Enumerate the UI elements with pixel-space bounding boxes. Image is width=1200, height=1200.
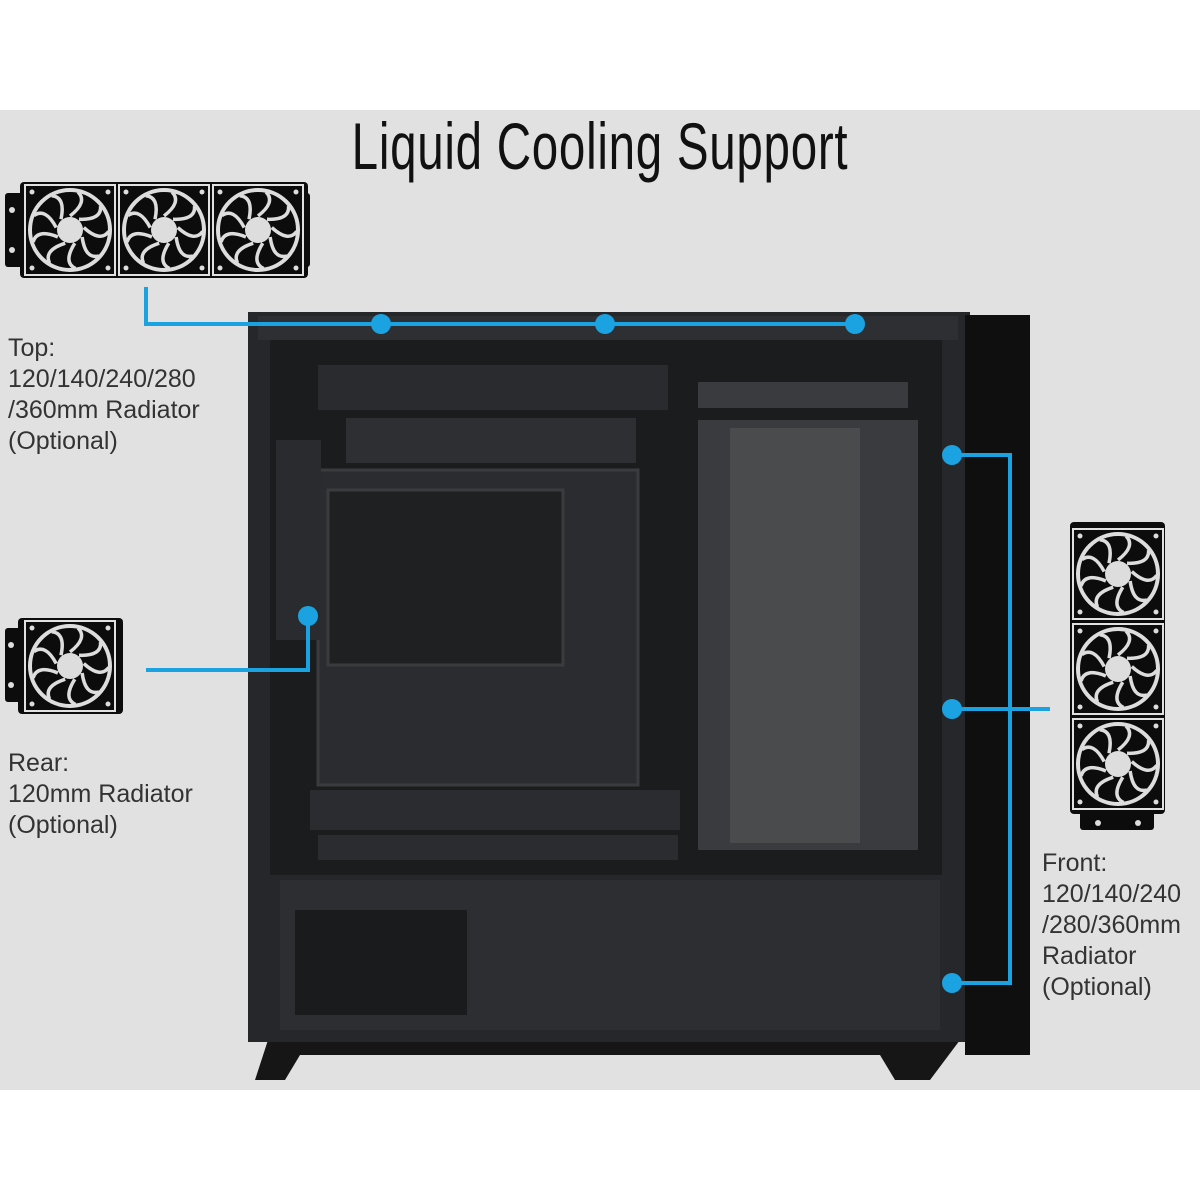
top-radiator-label: Top: 120/140/240/280 /360mm Radiator (Op… — [8, 333, 200, 457]
label-line: 120/140/240/280 — [8, 365, 196, 393]
label-line: (Optional) — [8, 427, 118, 455]
top-radiator-icon — [5, 182, 310, 278]
label-line: (Optional) — [1042, 973, 1152, 1001]
label-line: /360mm Radiator — [8, 396, 200, 424]
label-line: Top: — [8, 334, 56, 362]
front-radiator-icon — [1070, 522, 1165, 830]
pc-case-image — [248, 312, 1030, 1080]
label-line: Radiator — [1042, 942, 1137, 970]
connector-dots — [298, 314, 962, 993]
page-title: Liquid Cooling Support — [351, 109, 849, 183]
label-line: Front: — [1042, 849, 1108, 877]
rear-radiator-label: Rear: 120mm Radiator (Optional) — [8, 748, 193, 841]
label-line: (Optional) — [8, 811, 118, 839]
label-line: /280/360mm — [1042, 911, 1181, 939]
label-line: 120/140/240 — [1042, 880, 1182, 908]
rear-radiator-icon — [5, 618, 123, 714]
front-radiator-label: Front: 120/140/240 /280/360mm Radiator (… — [1042, 848, 1181, 1003]
connector-lines — [144, 287, 1050, 985]
label-line: 120mm Radiator — [8, 780, 193, 808]
label-line: Rear: — [8, 749, 70, 777]
